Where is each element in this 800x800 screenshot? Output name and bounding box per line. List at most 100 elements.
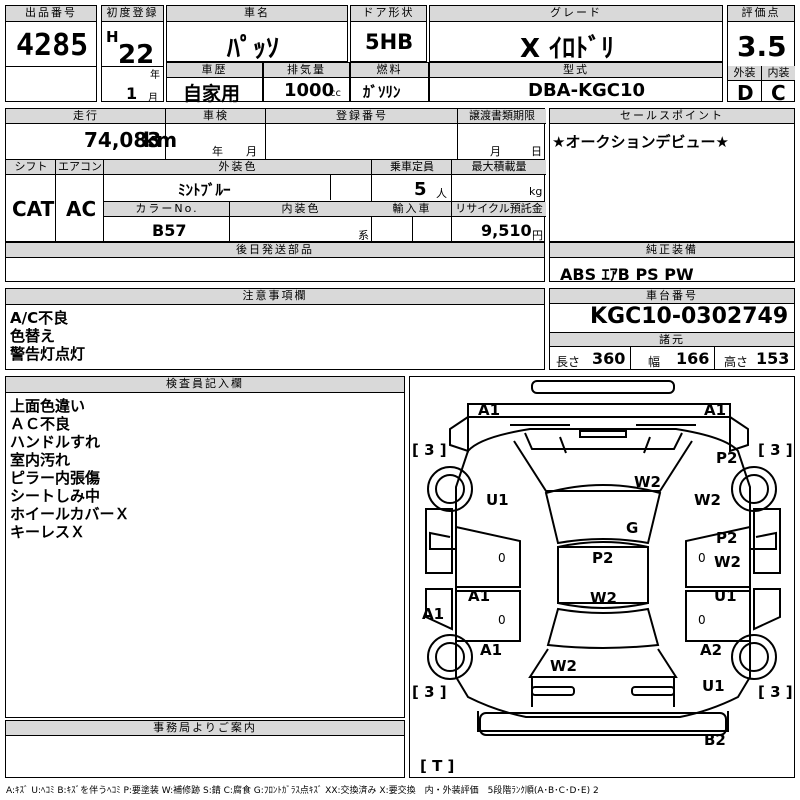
import-label: 輸入車: [372, 202, 452, 217]
capacity-value: 5: [414, 179, 427, 200]
reg-no-label: 登録番号: [266, 109, 458, 124]
lot-number: 4285: [16, 28, 89, 63]
chassis-label: 車台番号: [550, 289, 794, 304]
legend-text: A:ｷｽﾞ U:ﾍｺﾐ B:ｷｽﾞを伴うﾍｺﾐ P:要塗装 W:補修跡 S:錆 …: [6, 786, 599, 796]
mark-a1-door-left: A1: [468, 587, 491, 605]
history-box: 車歴 自家用: [166, 62, 263, 105]
aircon-label: エアコン: [56, 160, 104, 175]
mark-w2-roof: W2: [590, 589, 617, 607]
inspector-line: ホイールカバーＸ: [10, 505, 130, 523]
car-name-label: 車名: [167, 6, 347, 22]
notes-list: A/C不良 色替え 警告灯点灯: [10, 309, 85, 363]
office-label: 事務局よりご案内: [6, 721, 404, 736]
notes-box: 注意事項欄 A/C不良 色替え 警告灯点灯: [5, 288, 545, 370]
inspection-month-unit: 月: [246, 145, 257, 158]
color-no-label: カラーNo.: [104, 202, 230, 217]
inspection-label: 車検: [166, 109, 266, 124]
mark-g-windshield: G: [626, 519, 639, 537]
mark-b2-rear-bumper: B2: [704, 731, 726, 749]
transfer-day-unit: 日: [531, 145, 542, 158]
reg-year: 22: [118, 40, 155, 70]
door-box: ドア形状 5HB: [350, 5, 427, 62]
score-box: 評価点 3.5 外装 内装 D C: [727, 5, 795, 105]
vehicle-info-box: 走行 車検 登録番号 譲渡書類期限 74,083 km 年 月 月 日 シフト …: [5, 108, 546, 242]
mark-tire-fl: [ 3 ]: [412, 441, 447, 459]
mark-u1-door-right: U1: [714, 587, 737, 605]
height-value: 153: [756, 349, 790, 368]
mark-w2-door-right: W2: [714, 553, 741, 571]
car-name: ﾊﾟｯｿ: [227, 34, 280, 64]
fuel-label: 燃料: [351, 63, 428, 78]
capacity-unit: 人: [436, 187, 447, 200]
inspector-line: シートしみ中: [10, 487, 101, 505]
damage-diagram: A1 A1 [ 3 ] [ 3 ] U1 W2 P2 W2 G P2 W2 0 …: [409, 376, 795, 778]
inspector-line: ハンドルすれ: [10, 433, 101, 451]
displacement-box: 排気量 1000 cc: [263, 62, 350, 102]
mark-w2-trunk: W2: [550, 657, 577, 675]
mileage-value: 74,083: [84, 128, 162, 152]
ext-color-label: 外装色: [104, 160, 372, 175]
door-type: 5HB: [365, 30, 414, 54]
inspector-line: キーレスＸ: [10, 523, 86, 541]
sales-point-text: ★オークションデビュー★: [552, 133, 729, 151]
width-value: 166: [676, 349, 710, 368]
shipping-label: 後日発送部品: [6, 243, 544, 258]
sales-point-label: セールスポイント: [550, 109, 794, 124]
int-color-label: 内装色: [230, 202, 372, 217]
width-label: 幅: [648, 355, 661, 369]
int-color-unit: 系: [358, 229, 369, 242]
history-value: 自家用: [183, 83, 241, 105]
car-name-box: 車名 ﾊﾟｯｿ: [166, 5, 348, 64]
inspector-list: 上面色違い ＡＣ不良 ハンドルすれ 室内汚れ ピラー内張傷 シートしみ中 ホイー…: [10, 397, 130, 541]
mark-zero-door-fl: 0: [498, 551, 506, 565]
mark-u1-fender-left: U1: [486, 491, 509, 509]
displacement-unit: cc: [330, 88, 341, 99]
shift-label: シフト: [6, 160, 56, 175]
transfer-label: 譲渡書類期限: [458, 109, 546, 124]
grade-box: グレード X ｲﾛﾄﾞﾘ: [429, 5, 723, 64]
mark-zero-door-fr: 0: [698, 551, 706, 565]
equipment-value: ABS ｴｱB PS PW: [560, 265, 694, 284]
fuel-value: ｶﾞｿﾘﾝ: [363, 83, 401, 101]
grade-label: グレード: [430, 6, 722, 22]
door-label: ドア形状: [351, 6, 426, 22]
aircon-value: AC: [66, 197, 97, 221]
color-no-value: B57: [152, 221, 187, 240]
inspection-year-unit: 年: [212, 145, 223, 158]
mark-w2-hood: W2: [634, 473, 661, 491]
chassis-number: KGC10-0302749: [590, 304, 789, 329]
displacement-value: 1000: [284, 80, 335, 101]
mark-a1-quarter-left: A1: [480, 641, 503, 659]
mark-a1-front-left: A1: [478, 401, 501, 419]
score-value: 3.5: [737, 30, 787, 63]
mark-p2-roof: P2: [592, 549, 614, 567]
interior-grade: C: [771, 81, 786, 105]
note-line: 警告灯点灯: [10, 345, 86, 363]
mark-zero-door-rl: 0: [498, 613, 506, 627]
max-load-label: 最大積載量: [452, 160, 546, 175]
sales-point-box: セールスポイント ★オークションデビュー★: [549, 108, 795, 242]
history-label: 車歴: [167, 63, 262, 78]
shift-value: CAT: [12, 197, 55, 221]
first-registration-box: 初度登録 H 22 年 1 月: [101, 5, 164, 104]
model-value: DBA-KGC10: [528, 80, 646, 101]
mark-a2-quarter-right: A2: [700, 641, 723, 659]
mark-a1-front-right: A1: [704, 401, 727, 419]
score-label: 評価点: [728, 6, 794, 22]
grade-value: X ｲﾛﾄﾞﾘ: [520, 34, 615, 64]
mark-p2-door-right: P2: [716, 529, 738, 547]
inspector-line: 室内汚れ: [10, 451, 71, 469]
inspector-label: 検査員記入欄: [6, 377, 404, 393]
length-value: 360: [592, 349, 626, 368]
lot-label: 出品番号: [6, 6, 96, 22]
note-line: A/C不良: [10, 309, 69, 327]
inspector-box: 検査員記入欄 上面色違い ＡＣ不良 ハンドルすれ 室内汚れ ピラー内張傷 シート…: [5, 376, 405, 718]
capacity-label: 乗車定員: [372, 160, 452, 175]
inspector-line: ピラー内張傷: [10, 469, 101, 487]
mark-p2-fender-right: P2: [716, 449, 738, 467]
lot-box: 出品番号 4285: [5, 5, 97, 102]
mileage-label: 走行: [6, 109, 166, 124]
transfer-month-unit: 月: [490, 145, 501, 158]
inspector-line: 上面色違い: [10, 397, 86, 415]
note-line: 色替え: [10, 327, 56, 345]
